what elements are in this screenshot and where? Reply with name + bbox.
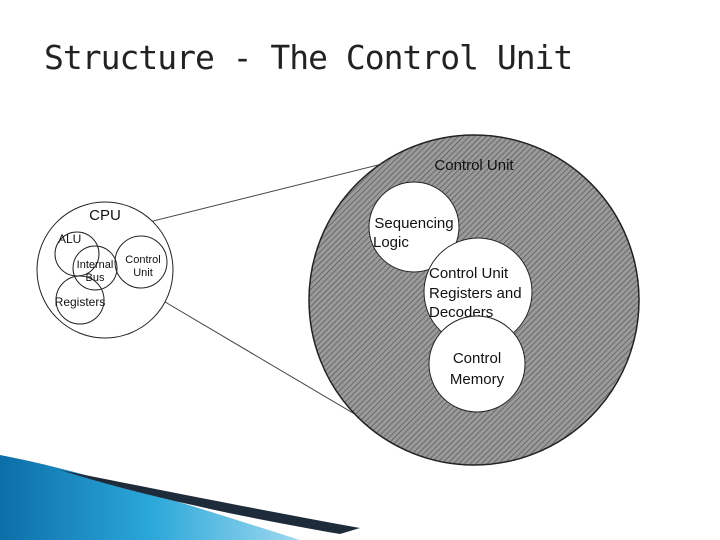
internal-bus-circle (72, 245, 118, 291)
cu-registers-label-line1: Control Unit (429, 265, 509, 282)
cpu-control-unit-circle (114, 235, 168, 289)
control-memory-circle (428, 315, 526, 413)
sequencing-logic-label-line2: Logic (373, 234, 409, 251)
cpu-control-unit-label-line1: Control (125, 254, 160, 266)
registers-label: Registers (55, 295, 106, 309)
control-unit-large-label: Control Unit (434, 157, 514, 174)
cpu-control-unit-label-line2: Unit (133, 267, 153, 279)
control-memory-label-line2: Memory (450, 371, 505, 388)
slide-title: Structure - The Control Unit (44, 38, 573, 77)
sequencing-logic-circle (368, 181, 460, 273)
cpu-label: CPU (89, 207, 121, 224)
control-memory-label-line1: Control (453, 350, 501, 367)
internal-bus-label-line1: Internal (77, 259, 114, 271)
registers-circle (55, 275, 105, 325)
zoom-line-bottom (154, 295, 386, 433)
cu-registers-label-line2: Registers and (429, 285, 522, 302)
decorative-swoosh (0, 455, 300, 540)
internal-bus-label-line2: Bus (86, 272, 105, 284)
sequencing-logic-label-line1: Sequencing (374, 215, 453, 232)
decorative-swoosh-dark (60, 470, 360, 534)
alu-label: ALU (58, 232, 81, 246)
